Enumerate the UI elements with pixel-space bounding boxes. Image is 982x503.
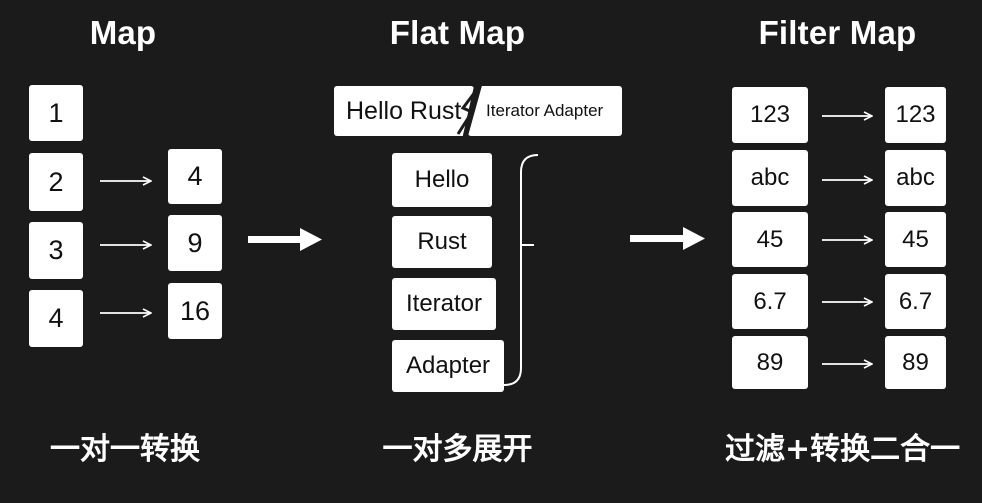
filter-map-output-box: 6.7 — [885, 274, 946, 329]
filter-map-title: Filter Map — [758, 14, 917, 51]
flat-map-title: Flat Map — [389, 14, 526, 51]
filter-map-output-box: 123 — [885, 87, 946, 143]
map-output-box: 9 — [168, 215, 222, 271]
split-bolt-icon — [456, 87, 480, 135]
flat-map-item-box: Hello — [392, 153, 492, 207]
map-input-box: 4 — [29, 290, 83, 347]
map-input-box: 3 — [29, 222, 83, 279]
flat-map-item-box: Rust — [392, 216, 492, 268]
map-input-box: 2 — [29, 153, 83, 211]
filter-map-input-box: 6.7 — [732, 274, 808, 329]
map-output-box: 4 — [168, 149, 222, 204]
filter-map-input-box: abc — [732, 150, 808, 206]
map-input-box: 1 — [29, 85, 83, 141]
map-output-box: 16 — [168, 283, 222, 339]
filter-map-input-box: 45 — [732, 212, 808, 267]
flat-map-bracket-icon — [503, 154, 539, 386]
filter-map-output-box: abc — [885, 150, 946, 206]
flat-map-item-box: Adapter — [392, 340, 504, 392]
map-title: Map — [89, 14, 157, 51]
flat-map-source-left: Hello Rust — [334, 86, 474, 136]
flat-map-item-box: Iterator — [392, 278, 496, 330]
filter-map-output-box: 45 — [885, 212, 946, 267]
filter-map-input-box: 89 — [732, 336, 808, 389]
filter-map-input-box: 123 — [732, 87, 808, 143]
filter-map-caption: 过滤+转换二合一 — [725, 432, 961, 467]
big-arrow-icon — [248, 228, 322, 251]
filter-map-output-box: 89 — [885, 336, 946, 389]
map-caption: 一对一转换 — [50, 432, 200, 467]
big-arrow-icon — [630, 227, 705, 250]
flat-map-source-right: Iterator Adapter — [468, 86, 622, 136]
flat-map-caption: 一对多展开 — [382, 432, 533, 467]
